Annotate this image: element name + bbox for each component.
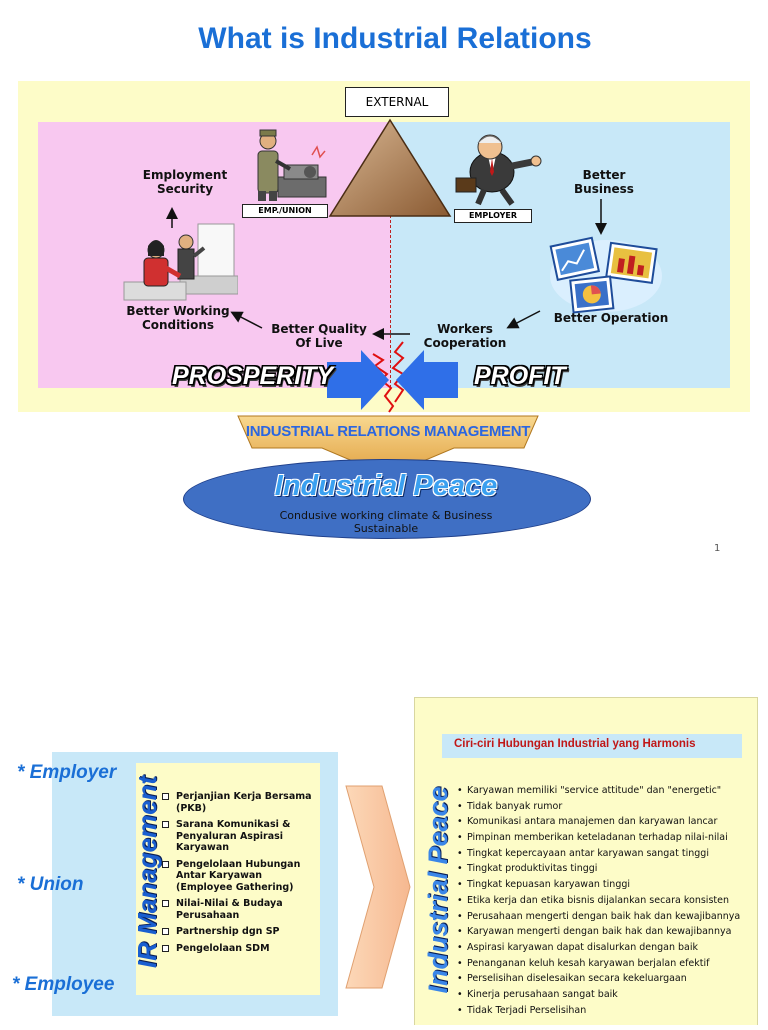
left-push-arrow	[327, 350, 389, 410]
ciri-heading: Ciri-ciri Hubungan Industrial yang Harmo…	[454, 738, 696, 750]
list-item: Pengelolaan Hubungan Antar Karyawan (Emp…	[162, 859, 312, 894]
list-item: Tingkat produktivitas tinggi	[454, 863, 752, 875]
meeting-people-image	[123, 223, 238, 301]
stakeholder-employee: * Employee	[12, 974, 115, 995]
list-item: Tidak banyak rumor	[454, 801, 752, 813]
flow-arrows	[166, 199, 607, 340]
list-item: Karyawan memiliki "service attitude" dan…	[454, 785, 752, 797]
list-item: Karyawan mengerti dengan baik hak dan ke…	[454, 926, 752, 938]
list-item: Sarana Komunikasi & Penyaluran Aspirasi …	[162, 819, 312, 854]
employment-security-label: Employment Security	[142, 168, 228, 196]
list-item: Penanganan keluh kesah karyawan berjalan…	[454, 958, 752, 970]
industrial-peace-vertical-title: Industrial Peace	[423, 786, 453, 994]
workers-cooperation-label: Workers Cooperation	[423, 322, 507, 350]
list-item: Tidak Terjadi Perselisihan	[454, 1005, 752, 1017]
slide-title: What is Industrial Relations	[198, 22, 592, 55]
worker-icon	[257, 129, 327, 201]
ciri-heading-box	[442, 734, 742, 758]
list-item: Pimpinan memberikan keteladanan terhadap…	[454, 832, 752, 844]
external-box: EXTERNAL	[345, 87, 449, 117]
prosperity-label: PROSPERITY	[172, 362, 334, 390]
list-item: Tingkat kepercayaan antar karyawan sanga…	[454, 848, 752, 860]
better-working-conditions-label: Better Working Conditions	[126, 304, 230, 332]
arrow-to-better-working-conditions	[230, 311, 263, 329]
better-quality-of-live-label: Better Quality Of Live	[271, 322, 367, 350]
better-business-label: Better Business	[574, 168, 634, 196]
employer-tag: EMPLOYER	[454, 209, 532, 223]
arrow-to-workers-cooperation	[506, 310, 541, 329]
industrial-peace-title: Industrial Peace	[274, 470, 498, 502]
right-push-arrow	[396, 350, 458, 410]
collision-arrows	[327, 341, 458, 413]
center-divider	[390, 210, 391, 388]
chevron-arrow-icon	[345, 785, 411, 989]
list-item: Komunikasi antara manajemen dan karyawan…	[454, 816, 752, 828]
management-list-box	[136, 763, 320, 995]
list-item: Perjanjian Kerja Bersama (PKB)	[162, 791, 312, 814]
list-item: Tingkat kepuasan karyawan tinggi	[454, 879, 752, 891]
list-item: Perusahaan mengerti dengan baik hak dan …	[454, 911, 752, 923]
industrial-peace-ellipse	[183, 459, 591, 539]
profit-label: PROFIT	[474, 362, 566, 390]
ciri-list: Karyawan memiliki "service attitude" dan…	[454, 785, 752, 1020]
ir-management-title: IR Management	[132, 775, 162, 969]
businessman-icon	[455, 134, 542, 206]
irm-label: INDUSTRIAL RELATIONS MANAGEMENT	[245, 423, 531, 440]
balance-triangle	[328, 118, 452, 217]
right-lightning-icon	[391, 341, 405, 403]
list-item: Nilai-Nilai & Budaya Perusahaan	[162, 898, 312, 921]
better-operation-label: Better Operation	[553, 311, 669, 325]
list-item: Pengelolaan SDM	[162, 943, 312, 955]
industrial-peace-subtitle: Condusive working climate & Business Sus…	[279, 509, 493, 535]
list-item: Partnership dgn SP	[162, 926, 312, 938]
stakeholder-union: * Union	[17, 874, 84, 895]
list-item: Etika kerja dan etika bisnis dijalankan …	[454, 895, 752, 907]
list-item: Aspirasi karyawan dapat disalurkan denga…	[454, 942, 752, 954]
list-item: Kinerja perusahaan sangat baik	[454, 989, 752, 1001]
page-number: 1	[714, 543, 721, 554]
list-item: Perselisihan diselesaikan secara kekelua…	[454, 973, 752, 985]
stakeholder-employer: * Employer	[17, 762, 117, 783]
management-list: Perjanjian Kerja Bersama (PKB) Sarana Ko…	[162, 791, 312, 959]
emp-union-tag: EMP./UNION	[242, 204, 328, 218]
charts-image	[549, 236, 662, 314]
